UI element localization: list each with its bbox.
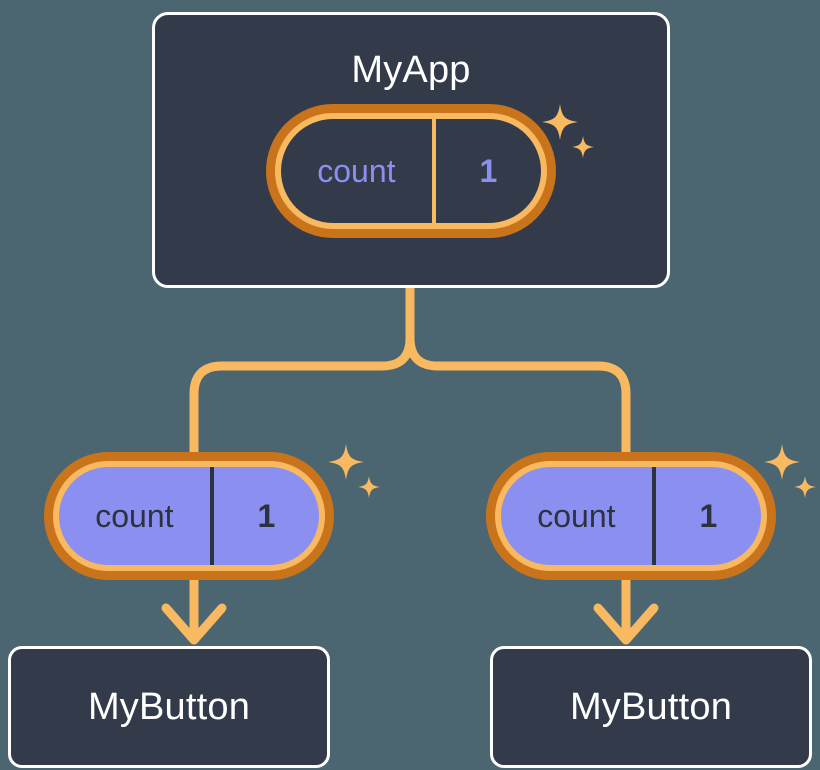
state-key-label: count — [95, 497, 174, 534]
state-value-label: 1 — [699, 497, 718, 534]
component-label-myapp: MyApp — [351, 49, 471, 91]
connector-root-to-right — [405, 281, 631, 465]
state-pill-myapp[interactable]: count 1 — [266, 104, 556, 238]
component-label-mybutton-left: MyButton — [87, 686, 251, 728]
component-card-mybutton-left[interactable]: MyButton — [8, 646, 330, 768]
state-value-cell: 1 — [651, 467, 761, 565]
state-value-cell: 1 — [209, 467, 319, 565]
arrow-down-icon-right — [593, 578, 659, 645]
state-key-cell: count — [501, 467, 652, 565]
state-key-cell: count — [281, 119, 432, 223]
state-value-label: 1 — [479, 152, 498, 189]
state-value-cell: 1 — [431, 119, 541, 223]
state-pill-left[interactable]: count 1 — [44, 452, 334, 580]
component-card-mybutton-right[interactable]: MyButton — [490, 646, 812, 768]
component-label-mybutton-right: MyButton — [569, 686, 733, 728]
connector-root-to-left — [189, 281, 415, 465]
state-value-label: 1 — [257, 497, 276, 534]
state-pill-right[interactable]: count 1 — [486, 452, 776, 580]
state-key-label: count — [537, 497, 616, 534]
state-key-label: count — [317, 152, 396, 189]
state-key-cell: count — [59, 467, 210, 565]
arrow-down-icon-left — [161, 578, 227, 645]
